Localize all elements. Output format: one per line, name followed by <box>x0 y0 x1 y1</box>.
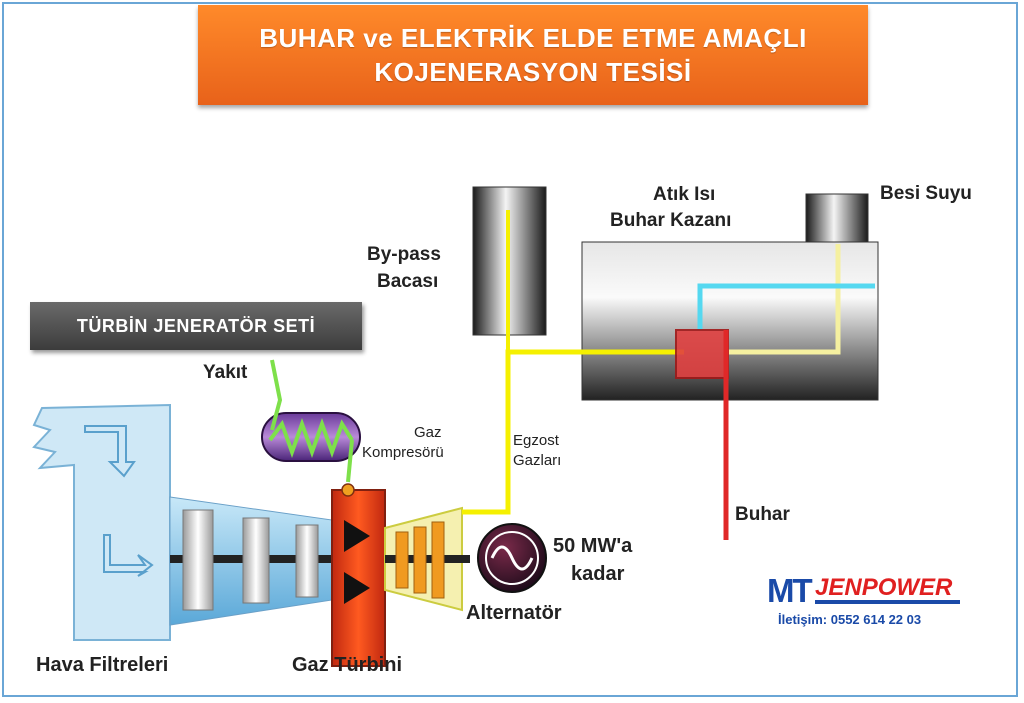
title-line-2: KOJENERASYON TESİSİ <box>374 57 692 87</box>
feedwater-line <box>697 283 875 330</box>
bypass-label-1: By-pass <box>367 244 441 265</box>
brand-underline <box>815 600 960 604</box>
alternator-label: Alternatör <box>466 602 562 624</box>
power-label-2: kadar <box>571 563 625 585</box>
bypass-label-2: Bacası <box>377 271 439 292</box>
title-line-1: BUHAR ve ELEKTRİK ELDE ETME AMAÇLI <box>259 23 807 53</box>
fuel-line <box>270 359 354 483</box>
alternator <box>477 523 547 593</box>
compressor-section <box>169 496 340 626</box>
exhaust-gas-line <box>462 349 684 515</box>
brand-jenpower: JENPOWER <box>815 574 953 601</box>
steam-label: Buhar <box>735 504 790 525</box>
boiler-gas-path <box>728 244 841 355</box>
brand-mt: MT <box>767 572 813 609</box>
waste-heat-label-1: Atık Isı <box>653 184 716 205</box>
waste-heat-label-2: Buhar Kazanı <box>610 210 732 231</box>
air-filter-housing <box>32 403 171 641</box>
gas-compressor-label-1: Gaz <box>414 424 442 441</box>
power-label-1: 50 MW'a <box>553 535 633 557</box>
gas-turbine-label: Gaz Türbini <box>292 654 402 676</box>
gas-turbine <box>331 483 386 667</box>
turbine-expansion-section <box>384 506 470 612</box>
brand-logo: MT JENPOWER <box>765 572 965 609</box>
turbine-generator-set-banner: TÜRBİN JENERATÖR SETİ <box>30 302 362 350</box>
air-filters-label: Hava Filtreleri <box>36 654 169 676</box>
heat-exchanger <box>675 329 729 379</box>
feedwater-label: Besi Suyu <box>880 183 972 204</box>
fuel-preheater <box>261 412 361 462</box>
exhaust-label-1: Egzost <box>513 432 559 449</box>
fuel-label: Yakıt <box>203 362 248 383</box>
exhaust-label-2: Gazları <box>513 452 562 469</box>
gas-compressor-label-2: Kompresörü <box>362 444 444 461</box>
waste-heat-boiler <box>581 193 879 401</box>
title-banner: BUHAR ve ELEKTRİK ELDE ETME AMAÇLI KOJEN… <box>198 5 868 105</box>
turbine-generator-set-label: TÜRBİN JENERATÖR SETİ <box>76 315 316 336</box>
ac-wave-icon <box>490 545 534 571</box>
contact-phone: İletişim: 0552 614 22 03 <box>778 612 922 627</box>
